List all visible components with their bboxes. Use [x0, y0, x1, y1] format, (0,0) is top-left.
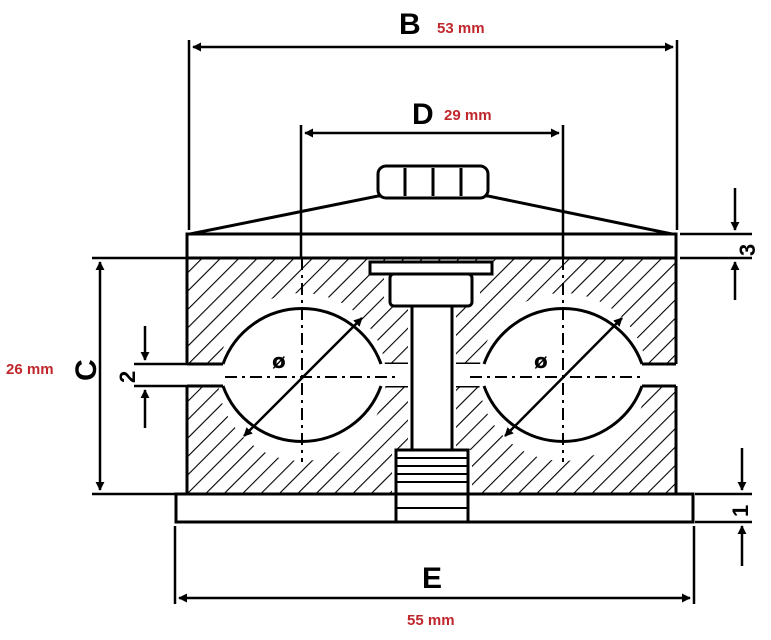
dimension-base-plate-label: 1	[728, 505, 753, 517]
hex-nut	[376, 164, 490, 200]
diameter-leaders	[243, 317, 623, 437]
dimension-top-plate-label: 3	[735, 244, 760, 256]
cover-plate	[185, 194, 678, 260]
dimension-c-letter: C	[70, 359, 103, 381]
base-plate	[174, 492, 695, 524]
dimension-e-letter: E	[422, 562, 442, 595]
dimension-d-letter: D	[412, 98, 434, 131]
dimension-line-gap	[134, 326, 187, 428]
dimension-line-b	[187, 40, 679, 230]
dimension-gap-label: 2	[115, 371, 140, 383]
diameter-symbol-right: ø	[534, 349, 548, 373]
diameter-symbol-left: ø	[272, 349, 286, 373]
dimension-c-value: 26 mm	[6, 361, 54, 378]
dimension-b-letter: B	[399, 8, 421, 41]
bolt	[368, 260, 494, 456]
dimension-e-value: 55 mm	[407, 612, 455, 629]
dimension-line-e	[173, 526, 696, 604]
dimension-line-base-plate	[695, 448, 752, 566]
dimension-line-c	[92, 256, 187, 496]
dimension-b-value: 53 mm	[437, 20, 485, 37]
dimension-d-value: 29 mm	[444, 107, 492, 124]
split-line	[187, 362, 676, 388]
dimension-line-top-plate	[680, 188, 752, 300]
dimension-line-d	[299, 125, 565, 258]
